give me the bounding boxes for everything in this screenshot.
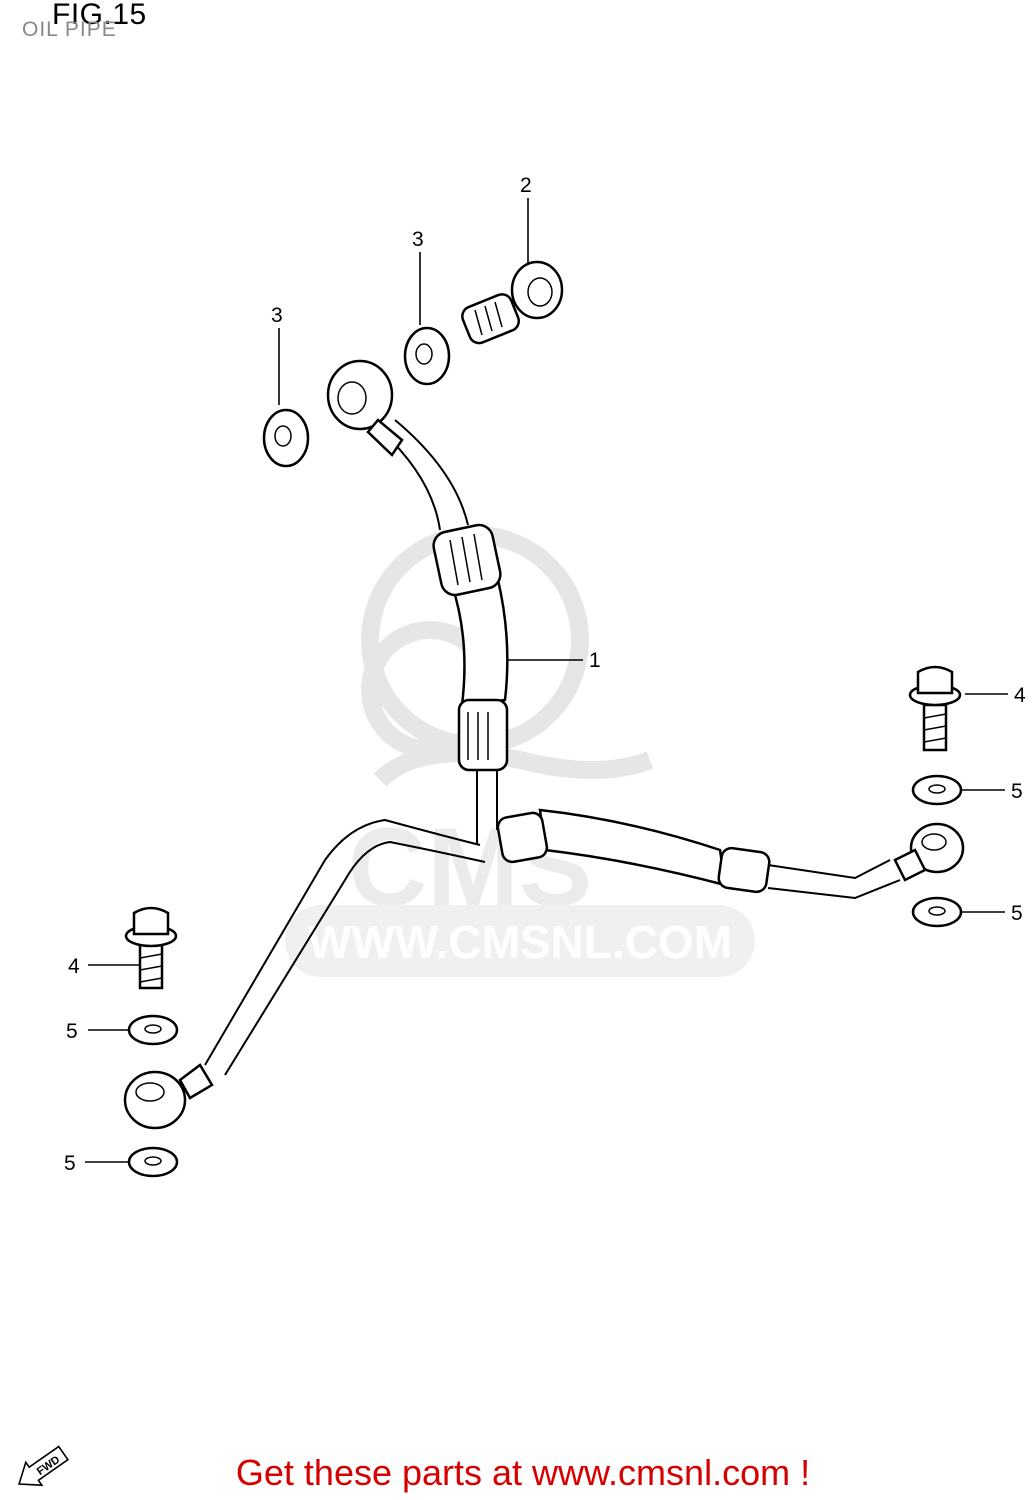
watermark-url-box bbox=[285, 905, 755, 977]
callout-5-right-top: 5 bbox=[1011, 780, 1023, 803]
callout-2: 2 bbox=[520, 174, 532, 197]
callout-4-right: 4 bbox=[1014, 684, 1026, 707]
washer-right-bottom bbox=[911, 896, 963, 928]
washer-upper bbox=[403, 326, 451, 386]
figure-subtitle: OIL PIPE bbox=[22, 18, 117, 41]
get-parts-link[interactable]: Get these parts at www.cmsnl.com ! bbox=[235, 1452, 811, 1493]
banjo-bolt bbox=[461, 260, 564, 345]
washer-left-top bbox=[127, 1014, 179, 1046]
bolt-right bbox=[908, 665, 962, 752]
callout-3-left: 3 bbox=[271, 304, 283, 327]
figure-title: FIG.15 bbox=[52, 0, 147, 31]
washer-left-bottom bbox=[127, 1146, 179, 1178]
callout-5-right-bottom: 5 bbox=[1011, 902, 1023, 925]
washer-left bbox=[262, 408, 310, 468]
callout-4-left: 4 bbox=[68, 955, 80, 978]
leader-lines bbox=[85, 198, 1008, 1163]
callout-1: 1 bbox=[589, 649, 601, 672]
watermark-url: WWW.CMSNL.COM bbox=[308, 916, 732, 968]
oil-hose-assembly bbox=[123, 359, 965, 1130]
callout-5-left-top: 5 bbox=[66, 1020, 78, 1043]
bolt-left bbox=[124, 906, 178, 990]
callout-3-upper: 3 bbox=[412, 228, 424, 251]
watermark-logo bbox=[361, 526, 654, 787]
callout-5-left-bottom: 5 bbox=[64, 1152, 76, 1175]
washer-right-top bbox=[911, 774, 963, 806]
